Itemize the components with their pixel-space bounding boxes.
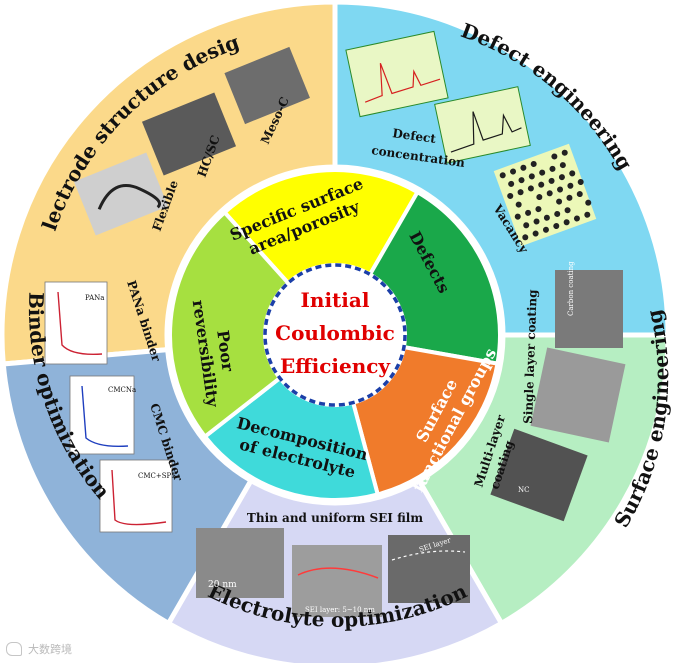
watermark-text: 大数跨境 — [28, 641, 72, 657]
label-scale-20nm: 20 nm — [208, 580, 237, 590]
center-line-3: Efficiency — [280, 354, 391, 378]
watermark-logo-icon — [6, 642, 22, 656]
label-carbon-coating: Carbon coating — [567, 261, 575, 316]
label-pana-curve: PANa — [85, 294, 104, 302]
label-sei-thickness: SEI layer: 5~10 nm — [305, 606, 375, 614]
label-cmcna-curve: CMCNa — [108, 386, 136, 394]
label-nc: NC — [518, 486, 529, 494]
label-sei-film: Thin and uniform SEI film — [247, 511, 423, 525]
center-line-2: Coulombic — [275, 321, 395, 345]
single-layer-image — [531, 348, 626, 443]
watermark: 大数跨境 — [6, 641, 72, 657]
center-line-1: Initial — [301, 288, 370, 312]
carbon-coating-image — [555, 270, 623, 348]
label-cmc-sps-curve: CMC+SPS — [138, 472, 176, 480]
cmc-sps-plot — [100, 460, 172, 532]
